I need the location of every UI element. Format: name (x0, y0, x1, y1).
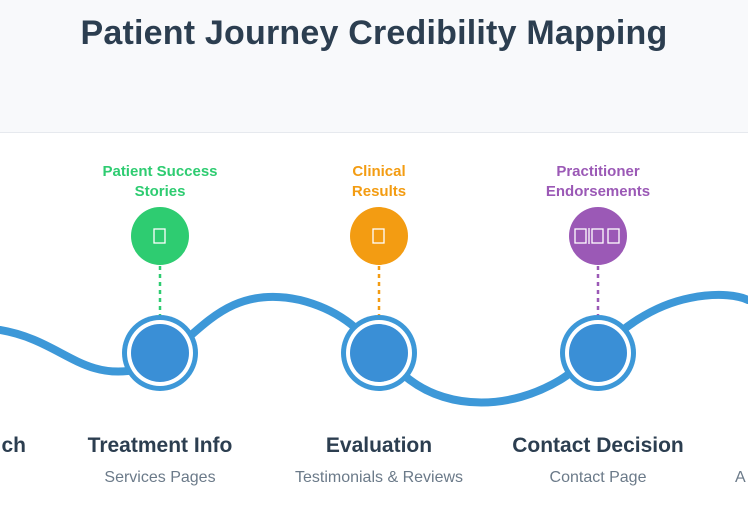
callout-line: Patient Success (102, 163, 218, 180)
stage-sub-next: A (735, 469, 746, 486)
callout-success: Patient Success Stories (70, 162, 250, 202)
callout-practitioner: Practitioner Endorsements (508, 162, 688, 202)
clinical-marker (350, 207, 408, 265)
stage-name-contact: Contact Decision (512, 434, 684, 457)
stage-sub-evaluation: Testimonials & Reviews (294, 469, 464, 486)
stage-name-evaluation: Evaluation (325, 434, 433, 457)
page-title: Patient Journey Credibility Mapping (80, 14, 668, 52)
success-marker (131, 207, 189, 265)
stage-sub-contact: Contact Page (549, 469, 647, 486)
callout-line: Practitioner (556, 163, 640, 180)
stage-name-treatment: Treatment Info (87, 434, 233, 457)
stage-node-contact[interactable] (560, 315, 636, 391)
callout-line: Stories (134, 183, 186, 200)
callout-line: Endorsements (545, 183, 651, 200)
stage-name-research: ch (1, 434, 26, 457)
doctor-icon (574, 228, 620, 244)
callout-line: Results (351, 183, 407, 200)
practitioner-marker (569, 207, 627, 265)
header-band (0, 0, 748, 133)
callout-clinical: Clinical Results (289, 162, 469, 202)
stage-node-treatment[interactable] (122, 315, 198, 391)
callout-line: Clinical (352, 163, 406, 180)
chart-icon (372, 228, 385, 244)
star-icon (153, 228, 166, 244)
stage-node-evaluation[interactable] (341, 315, 417, 391)
stage-sub-treatment: Services Pages (104, 469, 216, 486)
